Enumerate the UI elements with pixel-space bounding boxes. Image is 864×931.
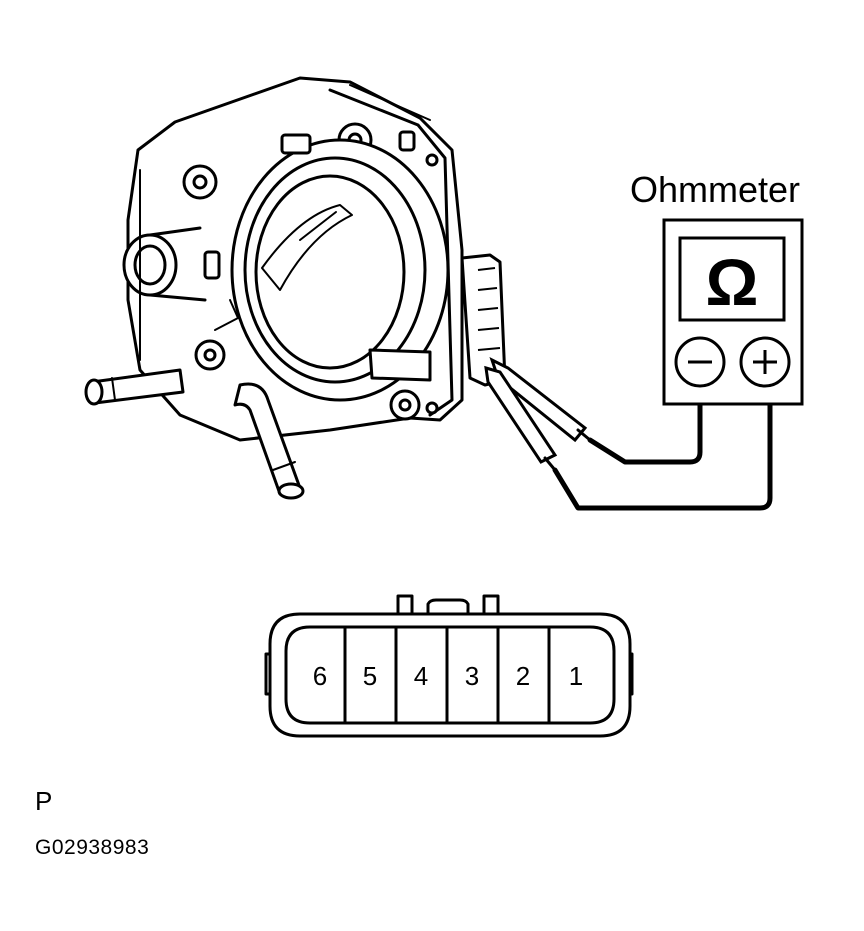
pin-label: 6 [313,661,327,691]
ohmmeter-display [678,236,786,322]
ohm-symbol: Ω [706,245,759,319]
ohmmeter-icon: Ω [662,218,804,406]
test-leads [552,397,773,511]
pin-label: 5 [363,661,377,691]
pin-label: 3 [465,661,479,691]
pin-label: 2 [516,661,530,691]
probe-icon [484,357,592,472]
pin-label: 1 [569,661,583,691]
figure-code: G02938983 [35,836,150,859]
view-letter: P [35,786,53,816]
pin-label: 4 [414,661,428,691]
connector-icon [264,594,634,738]
throttle-body-icon [84,76,464,500]
ohmmeter-title: Ohmmeter [630,169,801,210]
connector-pin-labels: 6 5 4 3 2 1 [313,661,583,691]
sensor-connector-icon [460,253,507,387]
